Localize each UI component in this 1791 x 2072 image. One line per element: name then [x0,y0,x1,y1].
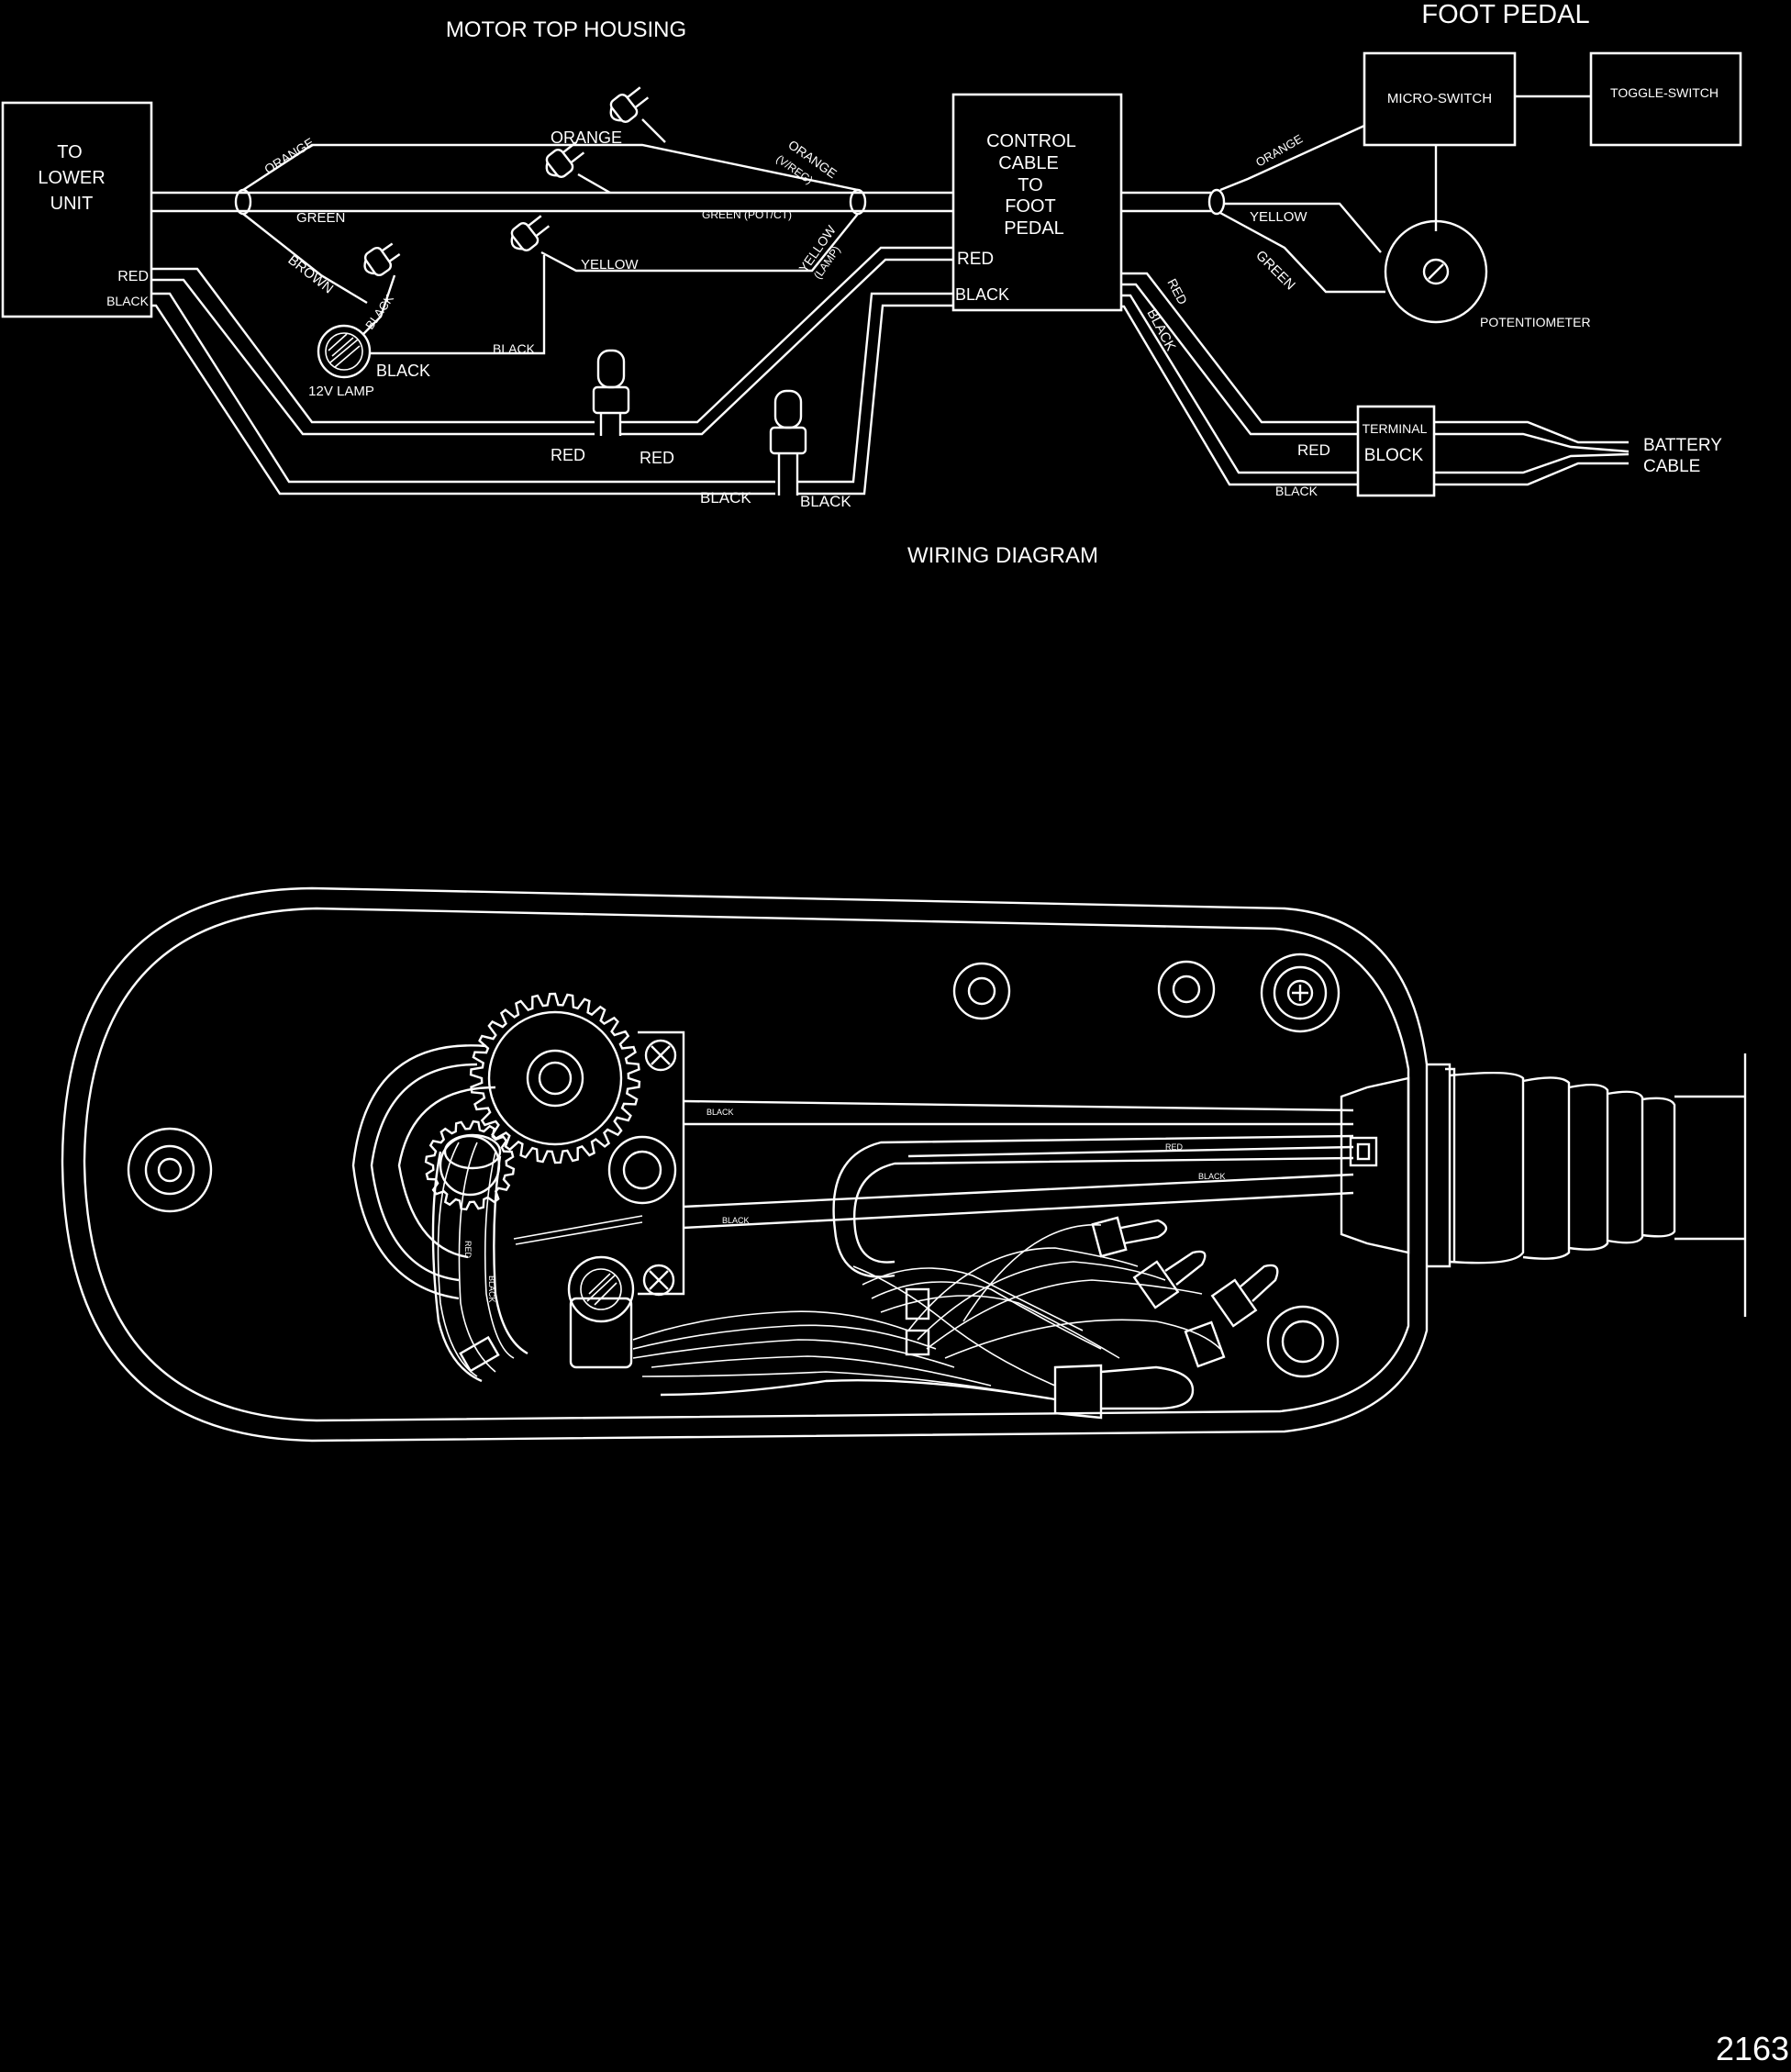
control-cable-line-1: CONTROL [986,131,1076,151]
control-cable-line-2: CABLE [998,153,1059,173]
wire-orange-top [641,118,666,143]
label-black-bottom-2: BLACK [800,493,851,510]
toggle-switch-box: TOGGLE-SWITCH [1589,51,1742,147]
mounting-hole-2 [1157,960,1216,1019]
harness-connector-4 [1184,1320,1226,1368]
mounting-hole-1 [952,962,1011,1020]
mounting-hole-left [127,1127,213,1213]
potentiometer-label: POTENTIOMETER [1480,315,1591,329]
label-green-potct: GREEN (POT/CT) [702,208,792,221]
title-foot-pedal: FOOT PEDAL [1421,0,1589,29]
wire-lamp-black [370,349,546,355]
lower-unit-line-3: UNIT [50,194,94,214]
wire-bundle-foot-pedal [1121,124,1385,294]
wire-black-loop [151,292,775,484]
control-cable-line-5: PEDAL [1004,218,1064,239]
housing-label-red-2: RED [463,1241,473,1259]
micro-switch-box: MICRO-SWITCH [1363,51,1517,147]
toggle-switch-label: TOGGLE-SWITCH [1610,85,1719,100]
connector-black [769,389,807,496]
connector-brown [363,242,401,277]
harness-connector-5 [1053,1364,1195,1420]
lower-unit-line-1: TO [57,142,82,162]
battery-cable-line-1: BATTERY [1643,436,1722,455]
housing-label-black-3: BLACK [722,1216,750,1225]
harness-connector-3 [1210,1264,1279,1328]
lower-unit-box: TO LOWER UNIT RED BLACK [1,101,153,318]
mounting-hole-lower-right [1266,1305,1340,1378]
page-number: 2163 [1716,2030,1789,2067]
micro-switch-label: MICRO-SWITCH [1387,91,1492,106]
lamp-black-small-label: BLACK [493,341,536,356]
connector-orange-mid [545,141,585,178]
connector-red [592,349,630,436]
control-cable-box: CONTROL CABLE TO FOOT PEDAL RED BLACK [951,93,1123,312]
lamp-black-label: BLACK [376,362,430,380]
label-yellow-fp: YELLOW [1250,209,1307,225]
housing-label-black-4: BLACK [487,1276,496,1303]
terminal-block-line-1: TERMINAL [1363,421,1428,436]
control-cable-red-label: RED [957,250,994,269]
lower-unit-black-label: BLACK [106,294,150,308]
lamp-12v: 12V LAMP [308,324,374,399]
label-orange-left: ORANGE [261,135,317,177]
label-red-tb: RED [1297,441,1330,459]
housing-label-black-1: BLACK [706,1108,734,1117]
label-yellow-mid: YELLOW [581,257,639,273]
wire-orange-mid [577,173,611,195]
lower-unit-red-label: RED [117,269,149,284]
label-orange-top: ORANGE [551,128,622,147]
battery-cable-line-2: CABLE [1643,457,1700,476]
label-red-bottom-2: RED [640,449,674,467]
connector-yellow [510,215,551,251]
control-cable-black-label: BLACK [955,285,1009,304]
housing-label-black-2: BLACK [1198,1172,1226,1181]
wire-red-loop [151,267,595,424]
cable-tie-left [459,1335,500,1373]
lamp-black-diag-label: BLACK [362,292,396,332]
label-red-bottom-1: RED [551,446,585,464]
lamp-label: 12V LAMP [308,384,374,399]
label-black-tb: BLACK [1275,484,1318,498]
control-cable-line-4: FOOT [1005,196,1056,217]
title-motor-top-housing: MOTOR TOP HOUSING [446,17,686,42]
wire-red-terminal [1121,272,1358,424]
harness-connector-1 [1091,1216,1168,1258]
terminal-block: TERMINAL BLOCK [1356,405,1436,497]
harness-connector-2 [1132,1250,1207,1309]
control-cable-line-3: TO [1018,175,1042,195]
title-wiring-diagram: WIRING DIAGRAM [907,543,1098,568]
potentiometer: POTENTIOMETER [1384,219,1591,329]
motor-housing-illustration: BLACK RED BLACK BLACK RED BLACK [61,886,1747,1443]
connector-orange-top [609,86,650,123]
large-gear [469,992,641,1164]
label-black-bottom-1: BLACK [700,489,751,507]
label-brown: BROWN [285,252,337,297]
wire-black-terminal [1121,294,1358,474]
mounting-screw [1260,952,1340,1033]
lower-unit-line-2: LOWER [38,168,105,188]
label-green-left: GREEN [296,210,345,226]
terminal-block-line-2: BLOCK [1364,446,1424,465]
battery-cable-wires [1434,420,1630,486]
housing-label-red-1: RED [1165,1142,1184,1152]
wire-bundle-main [151,143,953,305]
wire-yellow [540,213,859,273]
